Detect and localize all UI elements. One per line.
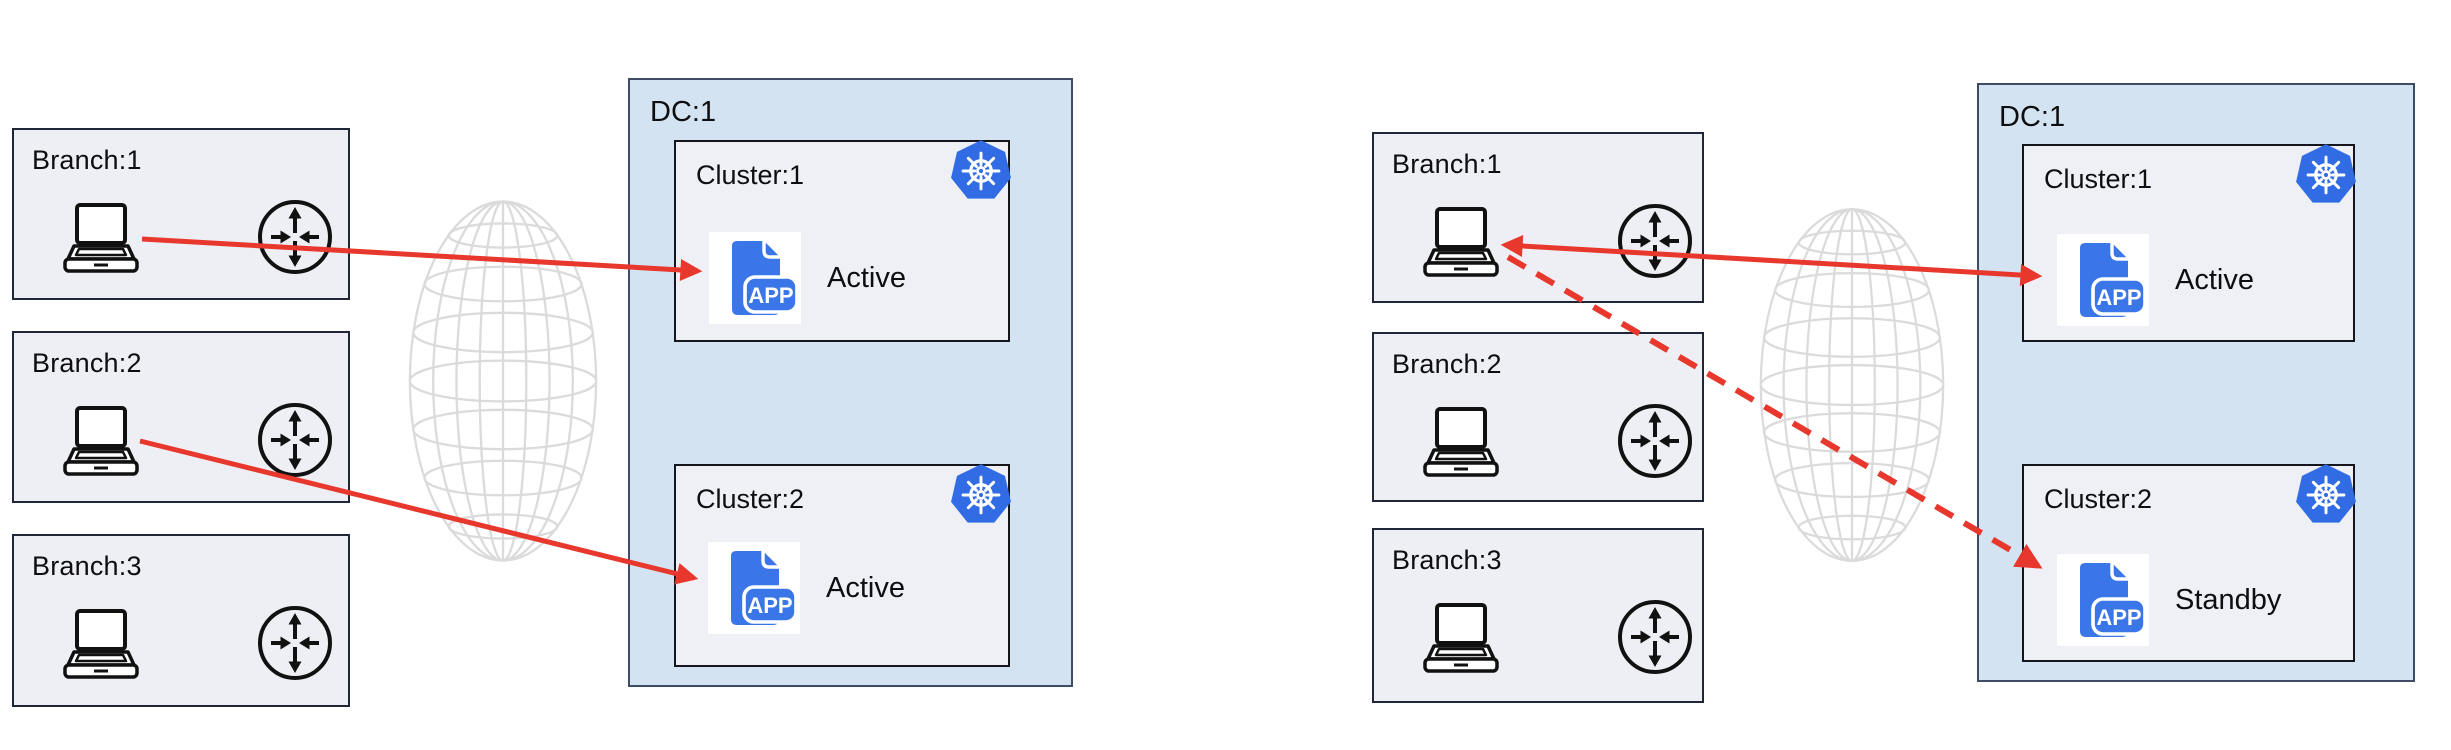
app-file-icon: APP	[2057, 234, 2149, 326]
left-cluster-1-label: Cluster:1	[696, 160, 805, 190]
right-cluster-2-status: Standby	[2175, 583, 2282, 616]
internet-globe-icon	[1757, 199, 1947, 571]
kubernetes-icon	[949, 463, 1013, 527]
right-cluster-1-app: APP Active	[2057, 234, 2254, 326]
left-branch-1-box: Branch:1	[12, 128, 350, 300]
router-icon	[1616, 402, 1694, 480]
right-cluster-1-status: Active	[2175, 263, 2254, 296]
left-cluster-2-app: APP Active	[708, 542, 905, 634]
left-branch-3-box: Branch:3	[12, 534, 350, 707]
router-icon	[256, 401, 334, 479]
app-file-icon: APP	[709, 232, 801, 324]
left-cluster-2-label: Cluster:2	[696, 484, 805, 514]
left-cluster-1-status: Active	[827, 261, 906, 294]
left-cluster-2-status: Active	[826, 571, 905, 604]
left-cluster-1-box: Cluster:1 APP Active	[674, 140, 1010, 342]
left-cluster-1-app: APP Active	[709, 232, 906, 324]
left-branch-2-label: Branch:2	[32, 348, 142, 378]
laptop-icon	[60, 202, 142, 278]
left-branch-2-box: Branch:2	[12, 331, 350, 503]
right-branch-2-box: Branch:2	[1372, 332, 1704, 502]
left-branch-1-label: Branch:1	[32, 145, 142, 175]
left-cluster-2-box: Cluster:2 APP Active	[674, 464, 1010, 667]
app-badge-text: APP	[747, 593, 792, 618]
router-icon	[256, 604, 334, 682]
right-cluster-1-box: Cluster:1 APP Active	[2022, 144, 2355, 342]
kubernetes-icon	[2294, 143, 2358, 207]
left-branch-3-label: Branch:3	[32, 551, 142, 581]
right-branch-2-label: Branch:2	[1392, 349, 1502, 379]
right-cluster-2-app: APP Standby	[2057, 554, 2281, 646]
app-badge-text: APP	[748, 283, 793, 308]
right-branch-1-label: Branch:1	[1392, 149, 1502, 179]
laptop-icon	[1420, 406, 1502, 482]
kubernetes-icon	[2294, 463, 2358, 527]
router-icon	[1616, 202, 1694, 280]
laptop-icon	[60, 608, 142, 684]
router-icon	[256, 198, 334, 276]
app-badge-text: APP	[2096, 605, 2141, 630]
right-branch-1-box: Branch:1	[1372, 132, 1704, 303]
internet-globe-icon	[406, 195, 600, 567]
right-cluster-2-box: Cluster:2 APP Standby	[2022, 464, 2355, 662]
right-dc-label: DC:1	[1999, 101, 2066, 133]
left-dc-box: DC:1 Cluster:1 APP Active Cluster:2 APP …	[628, 78, 1073, 687]
laptop-icon	[1420, 206, 1502, 282]
app-file-icon: APP	[708, 542, 800, 634]
router-icon	[1616, 598, 1694, 676]
right-cluster-1-label: Cluster:1	[2044, 164, 2153, 194]
right-dc-box: DC:1 Cluster:1 APP Active Cluster:2 APP …	[1977, 83, 2415, 682]
app-badge-text: APP	[2096, 285, 2141, 310]
kubernetes-icon	[949, 139, 1013, 203]
right-branch-3-box: Branch:3	[1372, 528, 1704, 703]
app-file-icon: APP	[2057, 554, 2149, 646]
laptop-icon	[60, 405, 142, 481]
left-dc-label: DC:1	[650, 96, 717, 128]
right-branch-3-label: Branch:3	[1392, 545, 1502, 575]
laptop-icon	[1420, 602, 1502, 678]
right-cluster-2-label: Cluster:2	[2044, 484, 2153, 514]
